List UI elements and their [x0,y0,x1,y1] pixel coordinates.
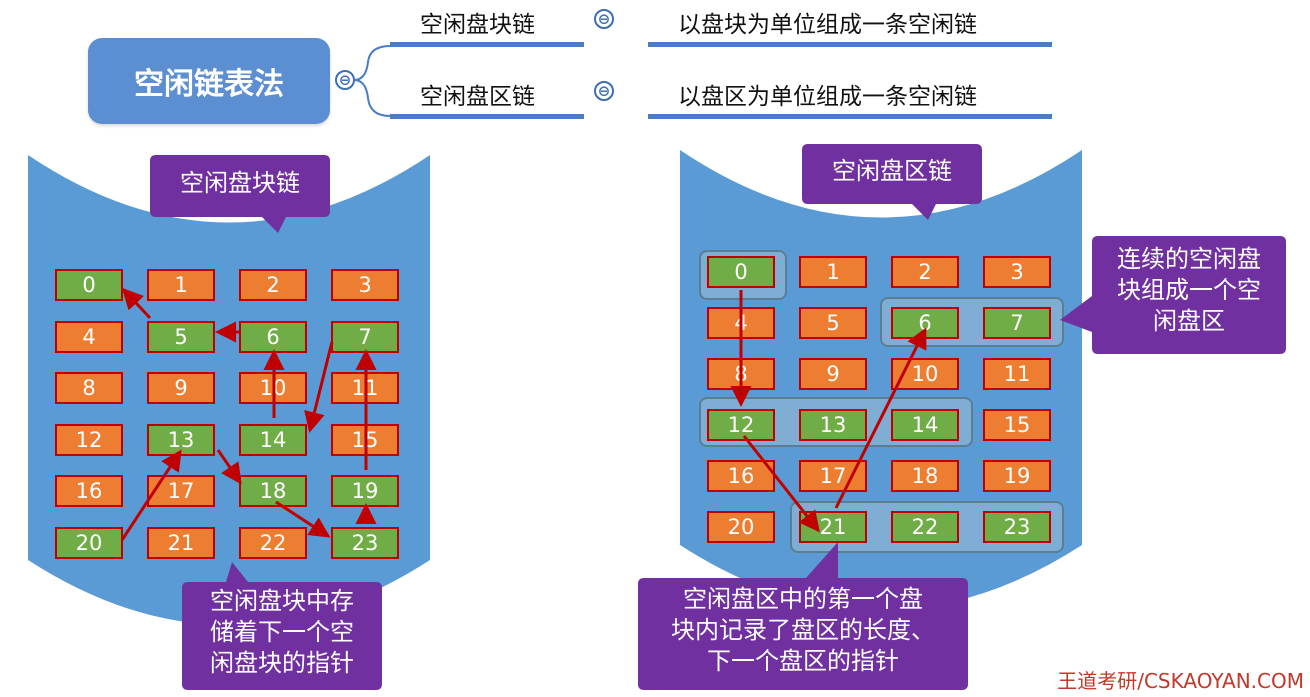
branch-1-label[interactable]: 空闲盘块链 [420,12,535,38]
left-block-9[interactable]: 9 [147,372,215,404]
left-block-22[interactable]: 22 [239,526,307,559]
left-block-18[interactable]: 18 [239,475,307,507]
right-block-12[interactable]: 12 [707,409,775,441]
root-node[interactable]: 空闲链表法 [88,38,330,124]
right-block-2[interactable]: 2 [891,256,959,288]
right-block-16[interactable]: 16 [707,460,775,492]
arrow-13-18 [216,449,242,485]
right-side-callout [1060,236,1286,354]
left-block-7[interactable]: 7 [331,320,399,353]
left-block-5[interactable]: 5 [147,320,215,353]
right-block-20[interactable]: 20 [707,511,775,543]
left-bottom-callout [182,562,382,690]
right-callout-text: 空闲盘区中的第一个盘 块内记录了盘区的长度、 下一个盘区的指针 [671,585,935,676]
branch-2-label[interactable]: 空闲盘区链 [420,84,535,110]
branch-2-desc[interactable]: 以盘区为单位组成一条空闲链 [678,84,977,110]
right-block-18[interactable]: 18 [891,460,959,492]
left-callout-text: 空闲盘块中存 储着下一个空 闲盘块的指针 [210,587,354,678]
right-block-14[interactable]: 14 [891,409,959,441]
branch-1-desc-underline [648,42,1052,47]
left-block-20[interactable]: 20 [55,526,123,559]
left-block-14[interactable]: 14 [239,423,307,456]
left-block-23[interactable]: 23 [331,526,399,559]
right-disk-cylinder [680,150,1082,610]
footer-brand: 王道考研/CSKAOYAN.COM [1057,669,1304,693]
left-block-2[interactable]: 2 [239,269,307,301]
arrow-18-23 [275,500,331,538]
left-block-12[interactable]: 12 [55,423,123,456]
right-block-1[interactable]: 1 [799,256,867,288]
branch-2-underline [390,114,584,119]
right-block-3[interactable]: 3 [983,256,1051,288]
left-block-16[interactable]: 16 [55,475,123,507]
right-side-callout-text: 连续的空闲盘 块组成一个空 闲盘区 [1117,245,1261,336]
left-block-3[interactable]: 3 [331,269,399,301]
arrow-21-6 [834,327,927,509]
right-block-19[interactable]: 19 [983,460,1051,492]
left-disk-title: 空闲盘块链 [180,169,300,197]
branch-1-desc[interactable]: 以盘块为单位组成一条空闲链 [678,12,977,38]
right-block-0[interactable]: 0 [707,256,775,288]
collapse-branch-2-icon[interactable]: ⊖ [594,81,614,101]
right-title-callout [802,144,982,220]
right-block-5[interactable]: 5 [799,307,867,339]
right-block-11[interactable]: 11 [983,358,1051,390]
right-block-13[interactable]: 13 [799,409,867,441]
left-title-callout [150,155,330,233]
right-block-23[interactable]: 23 [983,511,1051,543]
left-disk-cylinder [28,155,430,625]
collapse-root-icon[interactable]: ⊖ [335,70,355,90]
right-block-9[interactable]: 9 [799,358,867,390]
right-block-22[interactable]: 22 [891,511,959,543]
left-block-21[interactable]: 21 [147,526,215,559]
right-bottom-callout [638,542,968,690]
left-block-8[interactable]: 8 [55,372,123,404]
arrow-12-21 [742,435,820,533]
left-block-4[interactable]: 4 [55,320,123,353]
left-block-0[interactable]: 0 [55,269,123,301]
arrow-20-13 [120,449,182,541]
branch-connector [353,45,391,117]
left-block-1[interactable]: 1 [147,269,215,301]
arrow-7-14 [304,341,334,433]
arrow-5-0 [121,287,152,320]
right-block-7[interactable]: 7 [983,307,1051,339]
left-block-17[interactable]: 17 [147,475,215,507]
right-block-15[interactable]: 15 [983,409,1051,441]
right-disk-title: 空闲盘区链 [832,157,952,185]
collapse-branch-1-icon[interactable]: ⊖ [594,9,614,29]
branch-1-underline [390,42,584,47]
branch-2-desc-underline [648,114,1052,119]
